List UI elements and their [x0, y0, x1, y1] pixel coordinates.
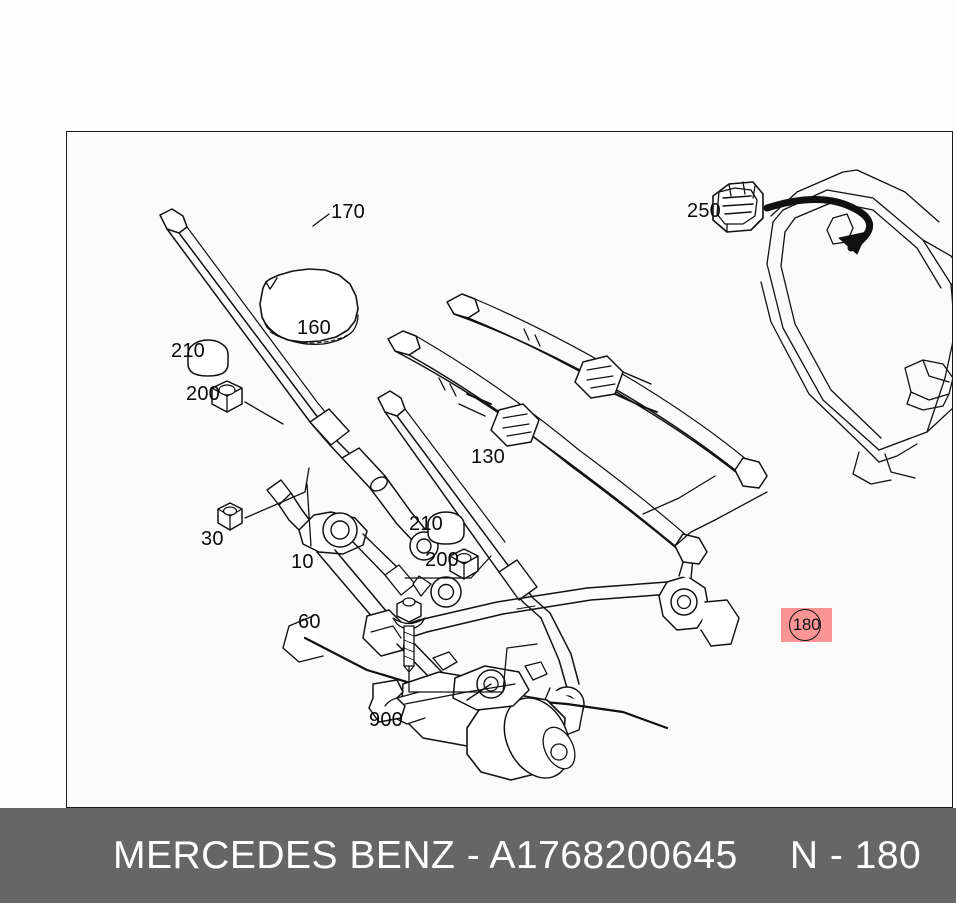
- part-label-160: 160: [297, 317, 331, 339]
- part-label-10: 10: [291, 551, 314, 573]
- part-spindle-cap-210-upper: [187, 339, 229, 377]
- part-label-30: 30: [201, 528, 224, 550]
- rain-sensor-install-arrow: [763, 196, 873, 255]
- callout-circle: [789, 609, 821, 641]
- part-spindle-cap-210-lower: [427, 511, 465, 545]
- diagram-illustration: [159, 169, 952, 781]
- part-label-900: 900: [369, 709, 403, 731]
- part-wiper-blades-180: [387, 293, 768, 565]
- footer-bar: MERCEDES BENZ - A1768200645 N - 180: [0, 808, 956, 903]
- highlighted-part-callout-180[interactable]: 180: [781, 608, 832, 642]
- vehicle-windshield-outline: [760, 169, 952, 485]
- diagram-frame: 170 160 210 200 130 210 200 30 10 60 900…: [66, 131, 953, 808]
- part-wiper-motor: [390, 651, 576, 781]
- part-label-170: 170: [331, 201, 365, 223]
- part-label-210-lower: 210: [409, 513, 443, 535]
- part-mounting-bolt-60: [392, 597, 426, 673]
- footer-brand-and-part-number: MERCEDES BENZ - A1768200645: [113, 833, 738, 877]
- part-rain-sensor-250: [712, 181, 764, 233]
- part-label-130: 130: [471, 446, 505, 468]
- part-wiper-arm-160: [159, 208, 439, 561]
- part-label-60: 60: [298, 611, 321, 633]
- part-label-210-upper: 210: [171, 340, 205, 362]
- leader-lines: [244, 213, 768, 705]
- part-cover-cap-170: [259, 268, 359, 345]
- footer-content: MERCEDES BENZ - A1768200645 N - 180: [113, 834, 921, 878]
- part-retaining-clip-900: [368, 679, 406, 723]
- footer-group-code: N - 180: [789, 833, 922, 877]
- part-label-200-upper: 200: [186, 383, 220, 405]
- part-spindle-nut-200-upper: [211, 380, 243, 413]
- part-linkage-nut-30: [217, 502, 243, 531]
- part-label-200-lower: 200: [425, 549, 459, 571]
- part-label-250: 250: [687, 200, 721, 222]
- callout-label: 180: [792, 615, 821, 634]
